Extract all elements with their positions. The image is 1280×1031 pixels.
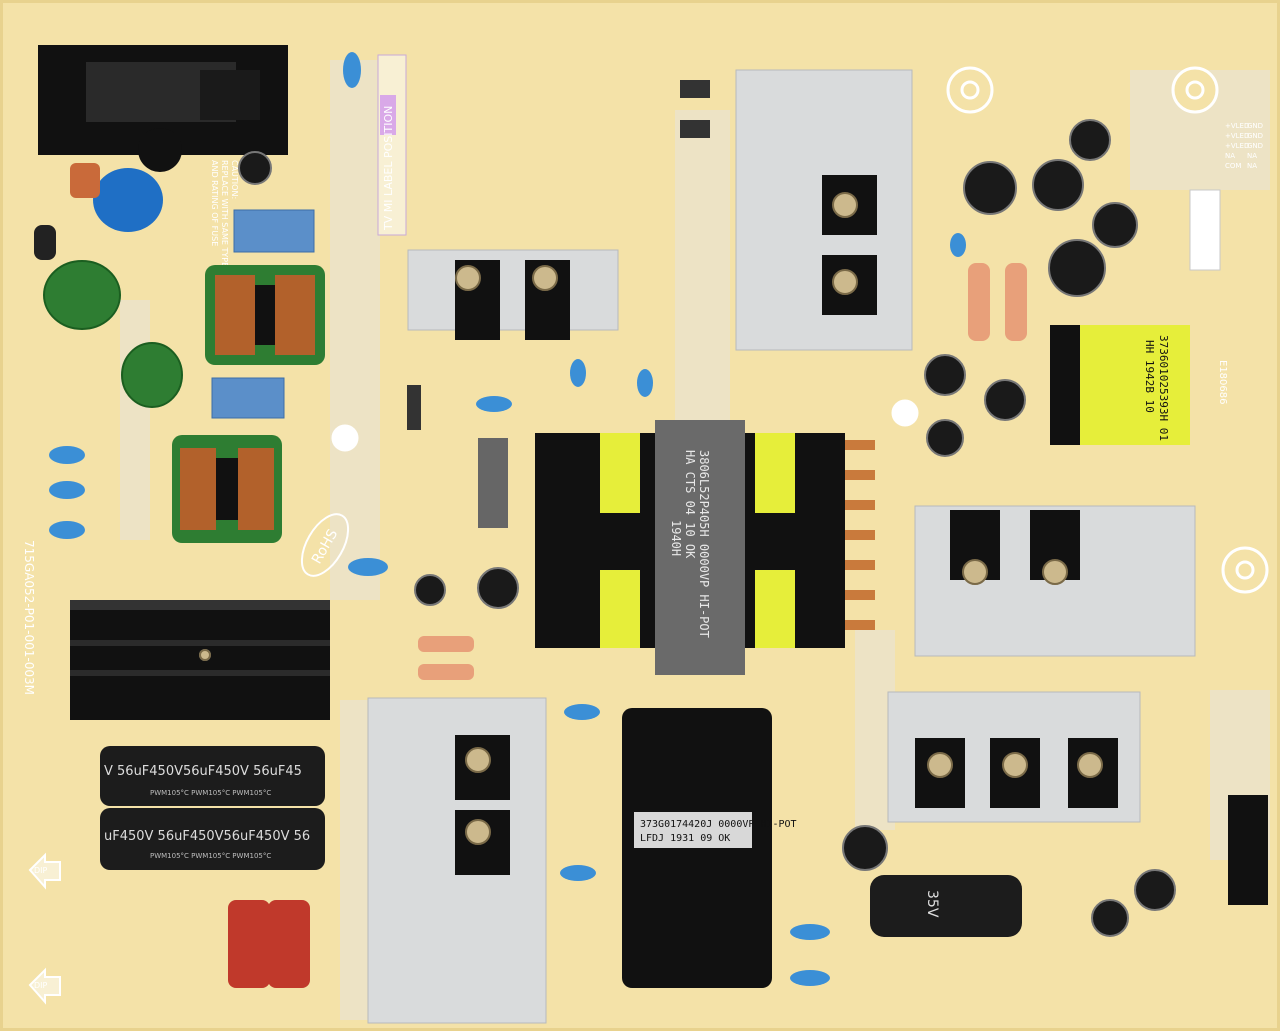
svg-text:CAUTION:: CAUTION:	[230, 160, 239, 199]
bridge-heatsink	[70, 600, 330, 720]
svg-text:COM: COM	[1225, 162, 1241, 170]
main-transformer: 3806L52P405H 0000VP HI-POT HA CTS 04 10 …	[535, 420, 875, 675]
svg-text:V 56uF450V56uF450V 56uF45: V 56uF450V56uF450V 56uF45	[104, 764, 302, 779]
svg-text:uF450V 56uF450V56uF450V 56: uF450V 56uF450V56uF450V 56	[104, 829, 310, 844]
svg-text:AND RATING OF FUSE: AND RATING OF FUSE	[210, 160, 219, 246]
standby-transformer: 373G0174420J 0000VP HI-POT LFDJ 1931 09 …	[622, 708, 797, 988]
power-resistors	[418, 263, 1027, 680]
screw-icon	[199, 192, 1103, 845]
cert-code: E180686	[1217, 360, 1228, 405]
svg-text:3806L52P405H 0000VP HI-POT: 3806L52P405H 0000VP HI-POT	[697, 450, 711, 638]
x-capacitor	[211, 209, 315, 419]
bulk-capacitor-2: uF450V 56uF450V56uF450V 56 PWM105°C PWM1…	[100, 808, 325, 870]
svg-text:NA: NA	[1247, 162, 1257, 170]
misc-components	[407, 80, 710, 528]
ac-inlet-connector	[38, 45, 288, 172]
label-position-text: TV MI LABEL POSITION	[382, 106, 395, 231]
svg-text:GND: GND	[1247, 132, 1263, 140]
svg-text:1940H: 1940H	[669, 520, 683, 556]
svg-text:PWM105°C PWM105°C PWM105°C: PWM105°C PWM105°C PWM105°C	[150, 852, 271, 860]
svg-text:HA CTS 04 10 OK: HA CTS 04 10 OK	[683, 450, 697, 559]
fuse	[70, 163, 100, 198]
svg-text:GND: GND	[1247, 142, 1263, 150]
svg-text:GND: GND	[1247, 122, 1263, 130]
svg-text:35V: 35V	[924, 890, 940, 918]
svg-text:PWM105°C PWM105°C PWM105°C: PWM105°C PWM105°C PWM105°C	[150, 789, 271, 797]
common-mode-choke-1	[205, 265, 325, 365]
bulk-capacitor-1: V 56uF450V56uF450V 56uF45 PWM105°C PWM10…	[100, 746, 325, 806]
svg-text:+VLED: +VLED	[1225, 122, 1249, 130]
choke-small	[34, 225, 56, 260]
heatsink-top-mid	[407, 249, 619, 340]
svg-text:+VLED: +VLED	[1225, 132, 1249, 140]
svg-text:373G0174420J 0000VP HI-POT: 373G0174420J 0000VP HI-POT	[640, 819, 797, 830]
arrow-left-icon	[28, 852, 61, 1005]
silkscreen-zones	[120, 60, 1270, 1020]
varistor-blue	[93, 168, 163, 232]
svg-text:HH 1942B 10: HH 1942B 10	[1143, 340, 1156, 413]
y-capacitors	[49, 52, 966, 986]
svg-text:+VLED: +VLED	[1225, 142, 1249, 150]
heatsink-top-right	[735, 69, 913, 351]
svg-text:NA: NA	[1225, 152, 1235, 160]
label-position-area: TV MI LABEL POSITION	[377, 54, 407, 236]
varistor	[43, 260, 183, 408]
small-transformer: 373601025393H 01 HH 1942B 10	[1050, 325, 1190, 445]
common-mode-choke-2	[172, 435, 282, 543]
dip-label-top: DIP	[34, 866, 48, 875]
mounting-hole-icon	[331, 66, 1269, 594]
film-capacitor	[228, 900, 310, 988]
svg-text:LFDJ 1931 09 OK: LFDJ 1931 09 OK	[640, 833, 730, 844]
svg-text:REPLACE WITH SAME TYPE: REPLACE WITH SAME TYPE	[220, 160, 229, 267]
svg-text:373601025393H 01: 373601025393H 01	[1157, 335, 1170, 441]
caution-label: CAUTION: REPLACE WITH SAME TYPE AND RATI…	[210, 160, 239, 267]
dip-label-bottom: DIP	[34, 981, 48, 990]
svg-text:NA: NA	[1247, 152, 1257, 160]
heatsink-bottom-mid	[367, 697, 547, 1024]
output-connector	[1189, 189, 1268, 905]
part-number: 715GA052-P01-001-003M	[22, 540, 36, 695]
electrolytic-capacitors	[238, 119, 1176, 937]
electrolytic-capacitor-horizontal: 35V	[870, 875, 1022, 937]
connector-pin-labels: +VLED +VLED +VLED GND GND GND NA NA COM …	[1225, 122, 1263, 170]
